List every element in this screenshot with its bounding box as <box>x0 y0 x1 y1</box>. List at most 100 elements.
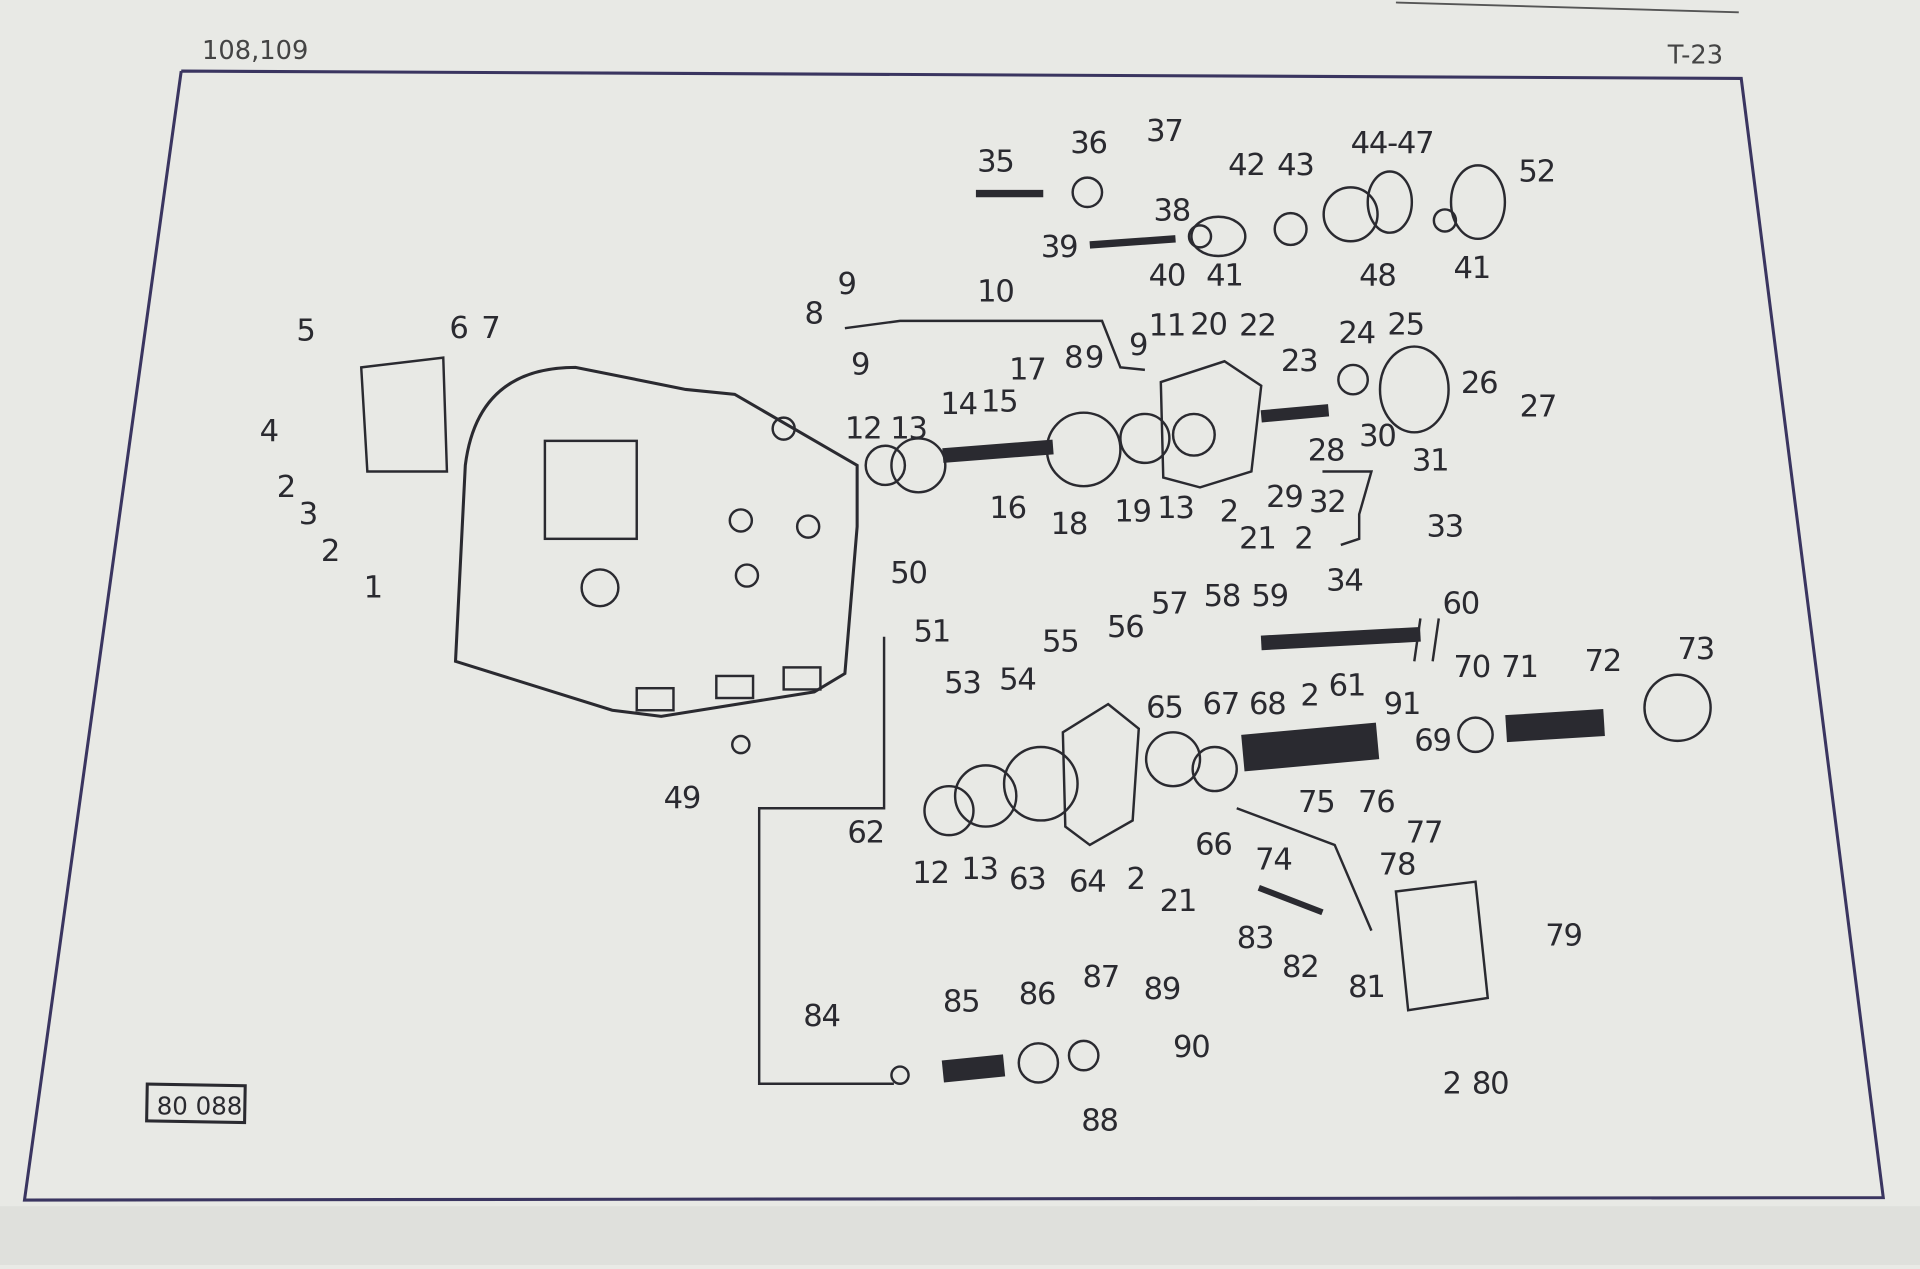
callout-39: 39 <box>1041 230 1078 265</box>
callout-4: 4 <box>260 414 278 449</box>
callout-68: 68 <box>1249 687 1286 722</box>
callout-54: 54 <box>999 662 1036 697</box>
callout-2: 2 <box>1442 1067 1460 1102</box>
callout-13: 13 <box>890 411 927 446</box>
callout-14: 14 <box>940 387 977 422</box>
cover-plate-79 <box>1394 880 1490 1012</box>
housing-window <box>543 439 638 541</box>
callout-33: 33 <box>1427 509 1464 544</box>
callout-32: 32 <box>1309 485 1346 520</box>
callout-80: 80 <box>1472 1067 1509 1102</box>
callout-57: 57 <box>1151 587 1188 622</box>
callout-38: 38 <box>1153 193 1190 228</box>
housing-foot <box>635 686 675 712</box>
callout-2: 2 <box>1294 522 1312 557</box>
callout-65: 65 <box>1146 691 1183 726</box>
circlip-62 <box>923 784 975 837</box>
callout-12: 12 <box>845 411 882 446</box>
cover-plate-5 <box>359 356 449 473</box>
callout-21: 21 <box>1239 522 1276 557</box>
callout-8: 8 <box>804 296 822 331</box>
bearing-41 <box>1432 208 1458 233</box>
callout-78: 78 <box>1379 847 1416 882</box>
callout-2: 2 <box>277 470 295 505</box>
housing-boss <box>580 568 620 608</box>
housing-hole <box>771 416 796 441</box>
callout-63: 63 <box>1009 862 1046 897</box>
callout-24: 24 <box>1338 316 1375 351</box>
callout-15: 15 <box>981 384 1018 419</box>
callout-41: 41 <box>1206 258 1243 293</box>
callout-28: 28 <box>1308 433 1345 468</box>
gearbox-housing <box>453 365 859 718</box>
bearing-88 <box>1067 1039 1100 1072</box>
callout-50: 50 <box>890 556 927 591</box>
bracket-64 <box>1061 702 1141 847</box>
callout-35: 35 <box>977 144 1014 179</box>
callout-60: 60 <box>1442 587 1479 622</box>
callout-23: 23 <box>1281 344 1318 379</box>
gear-36 <box>1071 176 1104 209</box>
callout-55: 55 <box>1042 624 1079 659</box>
bracket-bore <box>1171 412 1216 457</box>
gear-24 <box>1337 363 1369 396</box>
callout-67: 67 <box>1202 687 1239 722</box>
callout-19: 19 <box>1114 495 1151 530</box>
page-edge-line <box>1395 1 1739 14</box>
page-bottom-shadow <box>0 1206 1920 1265</box>
callout-25: 25 <box>1387 307 1424 342</box>
callout-73: 73 <box>1678 632 1715 667</box>
sleeve-85 <box>941 1054 1006 1083</box>
callout-12: 12 <box>912 856 949 891</box>
callout-3: 3 <box>299 497 317 532</box>
plate-44 <box>1366 170 1414 234</box>
callout-49: 49 <box>664 781 701 816</box>
housing-hole <box>795 514 821 539</box>
page-refs: 108,109 <box>202 36 308 66</box>
callout-82: 82 <box>1282 950 1319 985</box>
diagram-frame <box>22 69 1886 1202</box>
bush-49 <box>731 734 751 755</box>
callout-58: 58 <box>1204 579 1241 614</box>
callout-84: 84 <box>803 999 840 1034</box>
callout-51: 51 <box>913 615 950 650</box>
shift-fork-60 <box>1413 618 1440 662</box>
callout-87: 87 <box>1082 960 1119 995</box>
callout-2: 2 <box>321 534 339 569</box>
callout-22: 22 <box>1239 309 1276 344</box>
callout-52: 52 <box>1518 154 1555 189</box>
sheet-code: T-23 <box>1667 41 1723 71</box>
callout-61: 61 <box>1329 669 1366 704</box>
shaft-16 <box>942 439 1054 463</box>
callout-1: 1 <box>364 571 382 606</box>
callout-2: 2 <box>1127 862 1145 897</box>
bearing-13b <box>1119 412 1171 465</box>
callout-8: 8 <box>1064 340 1082 375</box>
bearing-65 <box>1144 731 1202 788</box>
housing-hole <box>734 563 760 588</box>
coupling-73 <box>1643 673 1712 743</box>
callout-13: 13 <box>1157 491 1194 526</box>
bolt-83 <box>1257 884 1324 916</box>
callout-77: 77 <box>1406 816 1443 851</box>
callout-9: 9 <box>838 267 856 302</box>
callout-64: 64 <box>1069 864 1106 899</box>
callout-30: 30 <box>1359 419 1396 454</box>
ring-84 <box>890 1065 910 1085</box>
callout-20: 20 <box>1190 307 1227 342</box>
callout-27: 27 <box>1520 389 1557 424</box>
callout-91: 91 <box>1384 687 1421 722</box>
circlip-70 <box>1457 716 1494 754</box>
pipe-33 <box>1322 470 1374 547</box>
callout-29: 29 <box>1266 480 1303 515</box>
gear-43 <box>1273 211 1308 247</box>
callout-83: 83 <box>1237 921 1274 956</box>
shaft-23 <box>1260 404 1330 423</box>
callout-11: 11 <box>1149 309 1186 344</box>
callout-59: 59 <box>1251 579 1288 614</box>
callout-69: 69 <box>1414 724 1451 759</box>
callout-5: 5 <box>296 313 314 348</box>
callout-9: 9 <box>1085 340 1103 375</box>
